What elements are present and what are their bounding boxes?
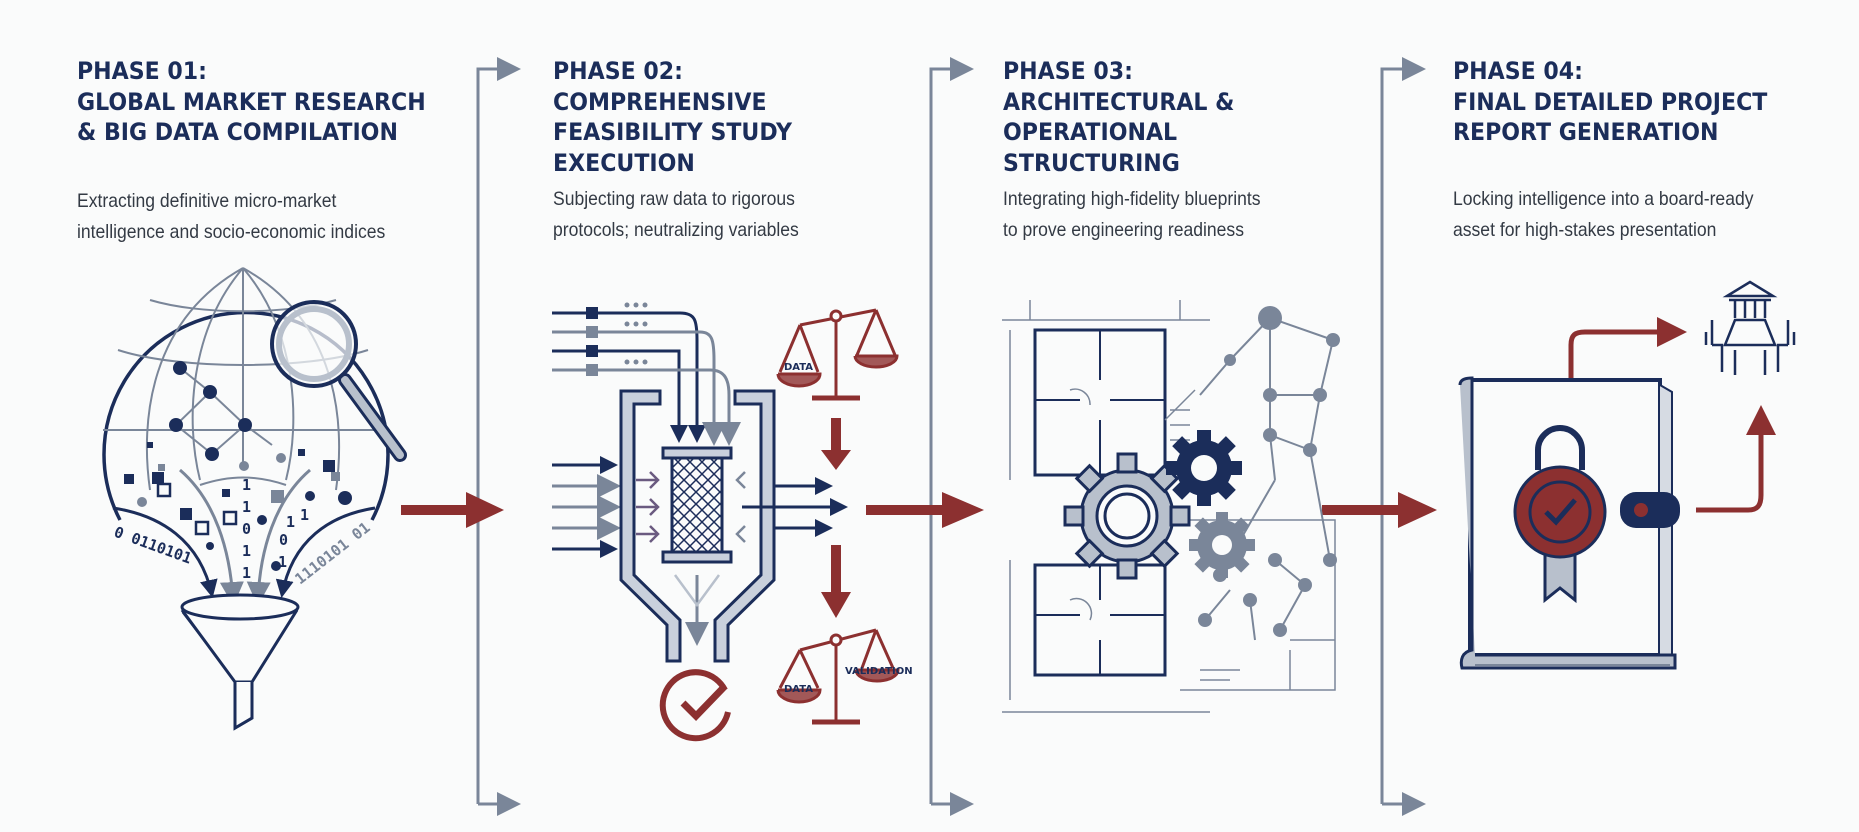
data-particles — [124, 442, 352, 571]
scale-label-validation: VALIDATION — [845, 666, 913, 677]
svg-text:1: 1 — [242, 542, 251, 560]
phase-bracket-1-2 — [476, 57, 521, 816]
phase-bracket-3-4 — [1380, 57, 1426, 816]
gear-icon-navy — [1166, 430, 1242, 506]
validation-arrows — [821, 418, 851, 618]
flow-arrow-3 — [1322, 492, 1437, 528]
funnel-icon — [180, 593, 300, 731]
binary-stream-left: 0 0110101 — [112, 523, 195, 568]
svg-text:0: 0 — [279, 531, 288, 549]
boardroom-icon — [1704, 280, 1796, 375]
data-input-lines — [552, 302, 741, 558]
network-icon — [1198, 306, 1340, 641]
checkmark-icon — [659, 669, 731, 742]
flow-arrow-1 — [401, 492, 504, 528]
phase-01: PHASE 01:GLOBAL MARKET RESEARCH& BIG DAT… — [77, 56, 477, 243]
svg-text:1: 1 — [278, 553, 287, 571]
seal-icon — [1513, 425, 1607, 604]
scale-icon-top: DATA — [776, 308, 899, 401]
magnifier-icon — [270, 300, 407, 462]
phase-bracket-2-3 — [929, 57, 974, 816]
svg-text:1: 1 — [300, 506, 309, 524]
gear-icon-gray — [1189, 512, 1255, 578]
scale-icon-bottom: DATA VALIDATION — [776, 628, 913, 725]
flow-arrows — [112, 468, 376, 606]
presentation-arrows — [1568, 317, 1776, 513]
scale-label-data: DATA — [784, 684, 813, 695]
svg-text:0: 0 — [242, 520, 251, 538]
svg-text:1: 1 — [286, 513, 295, 531]
blueprint-icon — [1002, 300, 1336, 713]
filter-chamber-icon — [619, 389, 848, 663]
phase-01-title: PHASE 01:GLOBAL MARKET RESEARCH& BIG DAT… — [77, 57, 426, 146]
scale-label-data: DATA — [784, 362, 813, 373]
flow-arrow-2 — [866, 492, 984, 528]
binary-stream-right: 1110101 01 — [291, 518, 373, 588]
svg-text:1: 1 — [242, 498, 251, 516]
svg-text:1: 1 — [242, 564, 251, 582]
svg-text:1: 1 — [242, 476, 251, 494]
